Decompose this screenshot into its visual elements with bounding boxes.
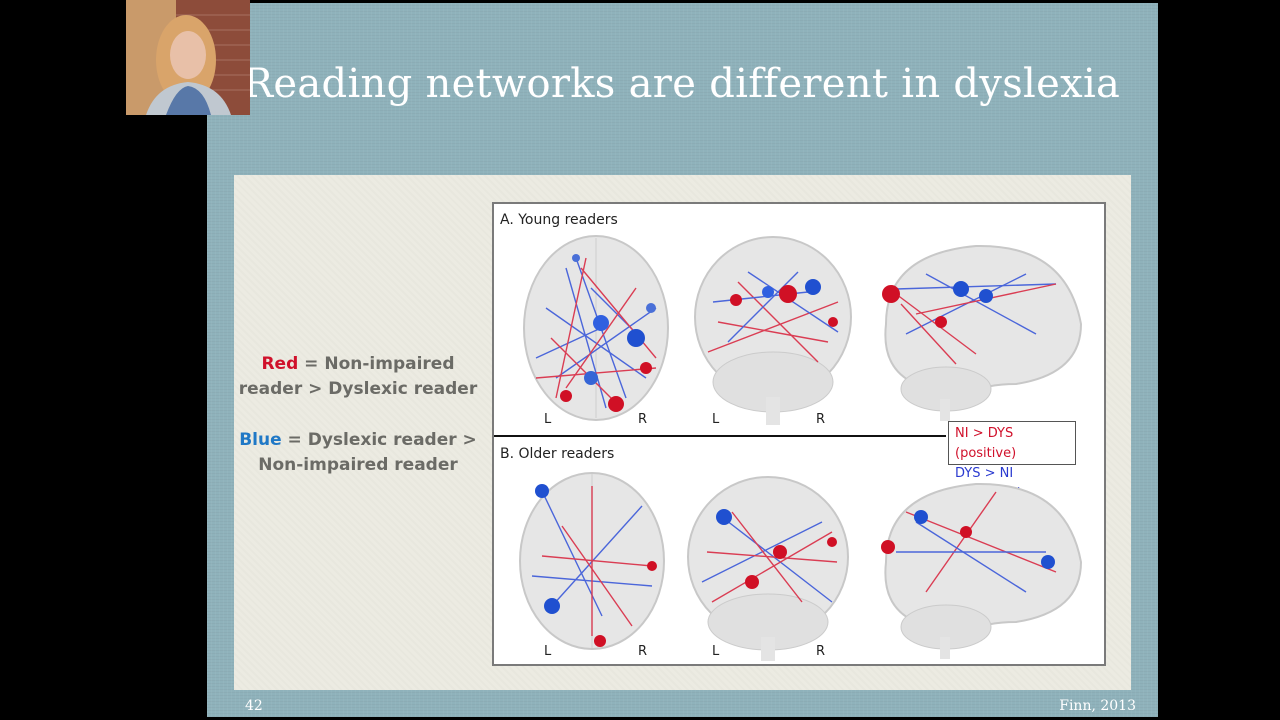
right-label: R <box>816 412 826 427</box>
brain-axial-older <box>519 472 665 650</box>
panel-divider <box>494 435 946 437</box>
figure-legend: NI > DYS (positive) DYS > NI (negative) <box>948 421 1076 501</box>
panel-b-label: B. Older readers <box>500 446 615 462</box>
red-keyword: Red <box>261 354 299 374</box>
presenter-video-icon <box>126 0 250 115</box>
right-label: R <box>638 412 648 427</box>
blue-text-1: = Dyslexic reader > <box>281 430 477 450</box>
citation: Finn, 2013 <box>1059 698 1136 714</box>
brain-network-figure: A. Young readers <box>492 202 1106 666</box>
presenter-webcam <box>126 0 250 115</box>
right-label: R <box>816 644 826 659</box>
slide-number: 42 <box>245 698 263 714</box>
content-panel: Red = Non-impaired reader > Dyslexic rea… <box>234 175 1131 690</box>
left-label: L <box>544 412 552 427</box>
left-label: L <box>544 644 552 659</box>
left-label: L <box>712 412 720 427</box>
red-text-2: reader > Dyslexic reader <box>238 379 478 399</box>
panel-a-label: A. Young readers <box>500 212 618 228</box>
brain-coronal-young <box>694 236 852 425</box>
brain-sagittal-young <box>882 244 1083 421</box>
brain-sagittal-older <box>881 482 1083 659</box>
brain-axial-young <box>523 235 669 421</box>
slide: Reading networks are different in dyslex… <box>207 3 1158 717</box>
red-text-1: = Non-impaired <box>298 354 455 374</box>
brain-coronal-older <box>687 476 849 661</box>
legend-red-description: Red = Non-impaired reader > Dyslexic rea… <box>234 352 482 402</box>
left-label: L <box>712 644 720 659</box>
blue-text-2: Non-impaired reader <box>258 455 458 475</box>
slide-title: Reading networks are different in dyslex… <box>243 61 1121 107</box>
blue-keyword: Blue <box>239 430 282 450</box>
right-label: R <box>638 644 648 659</box>
legend-blue-description: Blue = Dyslexic reader > Non-impaired re… <box>234 428 482 478</box>
legend-positive: NI > DYS (positive) <box>955 426 1017 461</box>
